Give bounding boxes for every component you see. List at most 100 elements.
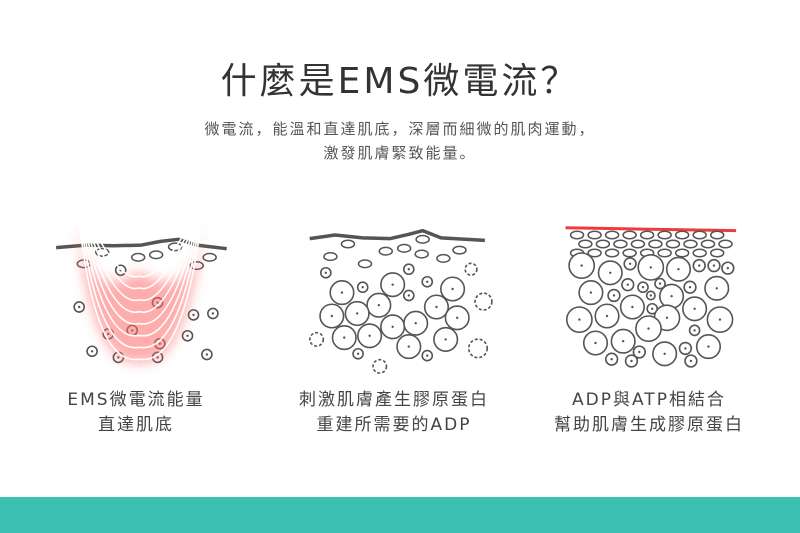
surface-cell — [604, 230, 620, 240]
cell-nucleus — [677, 268, 680, 271]
surface-cell — [578, 239, 593, 249]
cell-nucleus — [340, 291, 344, 294]
surface-cell — [357, 259, 373, 269]
surface-cell — [613, 239, 628, 249]
surface-cell — [604, 248, 620, 258]
cell-nucleus — [665, 316, 669, 319]
cell-nucleus — [435, 305, 438, 309]
surface-cell — [323, 252, 338, 262]
cell-nucleus — [368, 334, 371, 337]
cell-nucleus — [580, 264, 583, 267]
current-line — [81, 220, 200, 337]
cell-nucleus — [631, 305, 634, 309]
cell-nucleus — [377, 304, 381, 307]
current-line — [82, 220, 198, 325]
surface-cell — [665, 239, 681, 249]
surface-cell — [674, 248, 690, 258]
cell-nucleus — [391, 325, 394, 328]
red-surface-line — [565, 226, 737, 233]
surface-cell — [436, 253, 451, 263]
panel-adp-atp-illustration — [565, 226, 737, 368]
cell-nucleus — [651, 307, 654, 310]
cell-nucleus — [205, 353, 209, 356]
cell-nucleus — [407, 345, 410, 348]
dead-cell — [474, 292, 493, 311]
surface-cell — [130, 252, 146, 262]
surface-cell — [452, 245, 467, 255]
caption-line: 直達肌底 — [98, 415, 174, 435]
dead-cell — [464, 262, 478, 276]
surface-cell — [622, 248, 637, 258]
cell-nucleus — [356, 352, 360, 355]
current-line — [79, 220, 201, 349]
caption-line: 幫助肌膚生成膠原蛋白 — [554, 415, 744, 435]
surface-cell — [657, 230, 672, 240]
cell-nucleus — [391, 283, 394, 286]
cell-nucleus — [684, 347, 687, 350]
cell-nucleus — [610, 358, 613, 361]
cell-nucleus — [330, 314, 334, 318]
current-line — [85, 220, 196, 302]
current-line — [83, 220, 197, 313]
cell-nucleus — [726, 266, 730, 270]
surface-cell — [396, 243, 412, 253]
cell-nucleus — [698, 264, 701, 267]
surface-cell — [700, 239, 716, 249]
cell-nucleus — [628, 262, 632, 265]
cell-nucleus — [707, 345, 710, 348]
surface-cell — [709, 248, 725, 258]
cell-nucleus — [605, 314, 609, 318]
surface-cell — [587, 230, 602, 240]
cell-nucleus — [324, 271, 328, 274]
surface-cell — [622, 230, 637, 240]
surface-cell — [692, 230, 707, 240]
cell-nucleus — [638, 350, 641, 354]
panel-collagen-stimulation-illustration — [309, 228, 493, 374]
current-line — [88, 220, 193, 278]
cell-nucleus — [211, 312, 215, 315]
cell-nucleus — [594, 341, 597, 345]
surface-cell — [683, 239, 698, 249]
cell-nucleus — [718, 318, 722, 321]
cell-nucleus — [90, 350, 94, 353]
cell-nucleus — [414, 322, 417, 325]
caption-line: 重建所需要的ADP — [316, 415, 472, 435]
cell-nucleus — [658, 282, 662, 285]
cell-nucleus — [647, 327, 650, 330]
cell-nucleus — [426, 280, 429, 283]
caption-line: ADP與ATP相結合 — [572, 390, 726, 410]
caption-panel-1: EMS微電流能量 直達肌底 — [6, 388, 266, 438]
cell-nucleus — [343, 336, 346, 339]
cell-nucleus — [355, 312, 359, 315]
surface-cell — [657, 248, 672, 258]
cell-nucleus — [612, 294, 616, 297]
dead-cell — [467, 338, 488, 359]
cell-nucleus — [186, 334, 189, 337]
subtitle-line-2: 激發肌膚緊致能量。 — [323, 144, 477, 162]
cell-nucleus — [621, 340, 625, 343]
surface-cell — [587, 248, 602, 258]
cell-nucleus — [407, 294, 410, 297]
current-line — [86, 220, 194, 290]
skin-surface-line — [309, 228, 485, 243]
surface-cell — [709, 230, 725, 240]
surface-cell — [340, 239, 356, 249]
surface-cell — [569, 230, 585, 240]
cell-nucleus — [444, 338, 447, 341]
cell-nucleus — [626, 283, 629, 286]
cell-nucleus — [670, 295, 673, 298]
surface-cell — [630, 239, 646, 249]
dead-cell — [309, 331, 325, 347]
surface-cell — [378, 246, 393, 256]
cell-nucleus — [426, 354, 429, 357]
surface-cell — [202, 252, 217, 262]
cell-nucleus — [688, 286, 692, 289]
panel-ems-energy-illustration — [55, 218, 227, 364]
subtitle-line-1: 微電流，能溫和直達肌底，深層而細微的肌肉運動， — [204, 120, 596, 138]
cell-nucleus — [663, 352, 666, 355]
caption-line: EMS微電流能量 — [67, 390, 205, 410]
surface-cell — [674, 230, 690, 240]
cell-nucleus — [630, 359, 633, 363]
surface-cell — [692, 248, 707, 258]
surface-cell — [414, 249, 429, 259]
